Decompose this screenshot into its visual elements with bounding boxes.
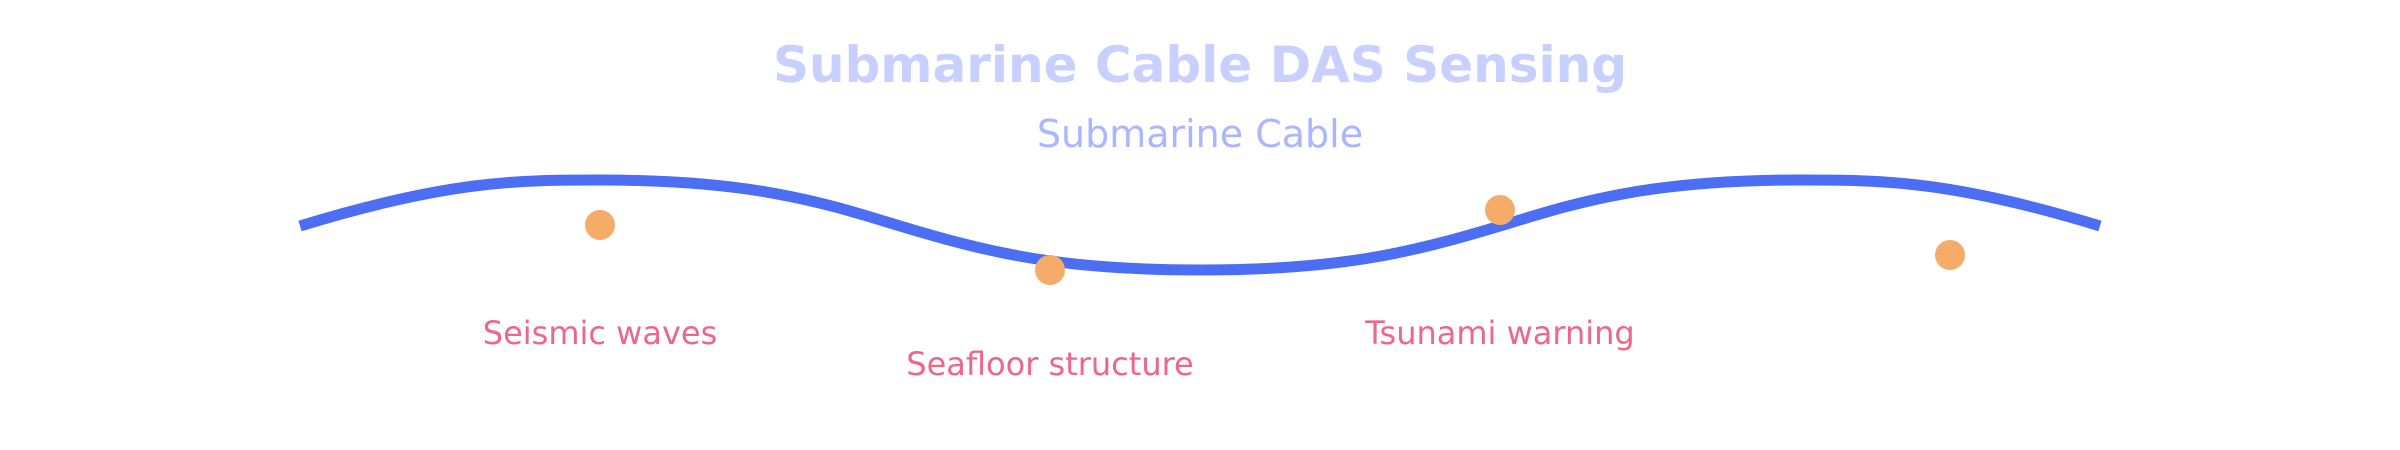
sensing-point-dot <box>1485 195 1515 225</box>
cable-label: Submarine Cable <box>1037 112 1363 156</box>
marker-label: Tsunami warning <box>1364 314 1634 352</box>
marker-label: Seismic waves <box>483 314 717 352</box>
diagram-title: Submarine Cable DAS Sensing <box>773 36 1627 94</box>
sensing-point-seismic: Seismic waves <box>483 210 717 352</box>
sensing-point-seafloor: Seafloor structure <box>906 255 1194 383</box>
sensing-point-dot <box>1935 240 1965 270</box>
sensing-point-dot <box>585 210 615 240</box>
sensing-point-tsunami: Tsunami warning <box>1364 195 1635 352</box>
sensing-point-dot <box>1035 255 1065 285</box>
sensing-point-unlabeled <box>1935 240 1965 270</box>
marker-label: Seafloor structure <box>906 345 1193 383</box>
submarine-cable-line <box>298 174 2102 276</box>
